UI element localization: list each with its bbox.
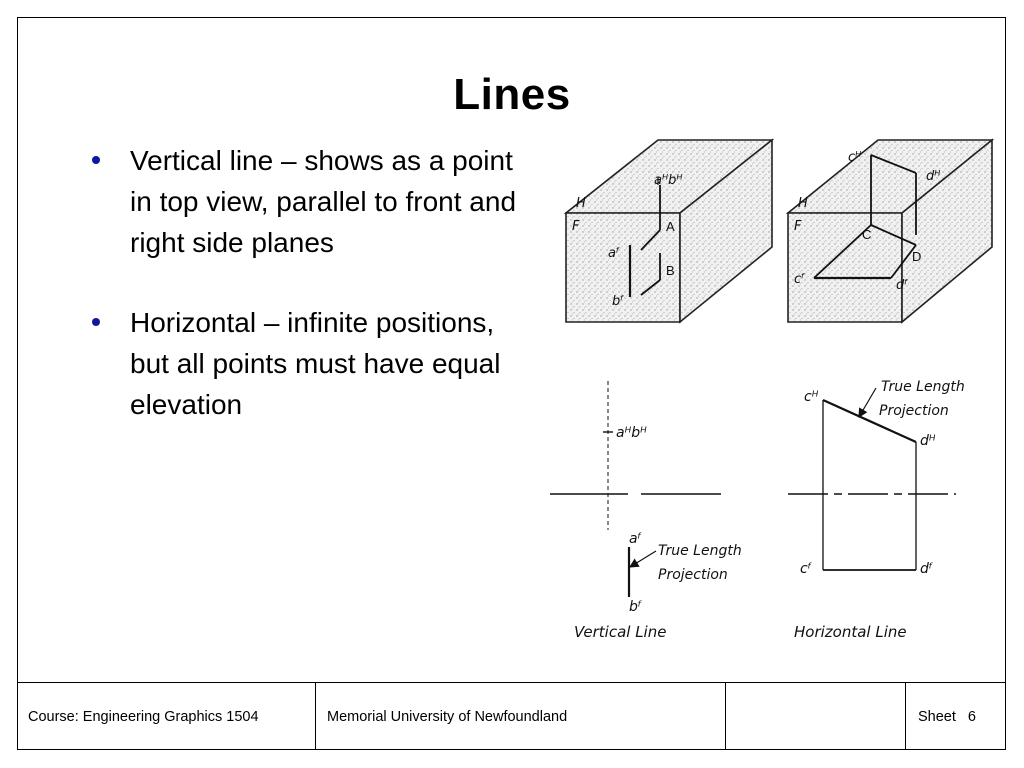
sheet-label: Sheet <box>918 708 956 725</box>
bullet-text: Vertical line – shows as a point in top … <box>130 145 517 258</box>
label-ahbh: aᴴbᴴ <box>616 425 647 441</box>
label-af: aᶠ <box>629 531 642 547</box>
side-plane <box>901 138 993 324</box>
label-dh: dᴴ <box>920 433 936 449</box>
vertical-line-orthographic <box>550 381 721 597</box>
label-h: H <box>576 196 586 211</box>
caption-horizontal-line: Horizontal Line <box>794 623 907 641</box>
label-ch: cᴴ <box>804 389 819 405</box>
label-f: F <box>572 219 580 234</box>
sheet-number: 6 <box>967 708 976 725</box>
university-text: Memorial University of Newfoundland <box>327 708 568 725</box>
slide-frame <box>17 17 1006 750</box>
label-h: H <box>798 196 808 211</box>
footer: Course: Engineering Graphics 1504 Memori… <box>17 682 1006 750</box>
projection-figure: H F aᴴbᴴ A B aᶠ bᶠ H F cᴴ dᴴ C D cᶠ dᶠ <box>550 138 995 641</box>
true-length-label: True Length <box>658 543 742 559</box>
footer-blank <box>726 683 906 750</box>
projection-label: Projection <box>658 567 728 583</box>
horizontal-line-orthographic <box>788 387 956 571</box>
label-bf: bᶠ <box>629 599 642 615</box>
bullet-dot-icon <box>92 156 100 164</box>
label-ch: cᴴ <box>848 150 861 165</box>
label-cf: cᶠ <box>800 561 812 577</box>
label-f: F <box>794 219 802 234</box>
label-C: C <box>862 227 871 242</box>
label-cf: cᶠ <box>794 272 805 287</box>
label-dh: dᴴ <box>926 169 940 184</box>
slide-title: Lines <box>453 70 571 119</box>
label-df: dᶠ <box>896 278 908 293</box>
true-length-label: True Length <box>881 379 965 395</box>
bullet-dot-icon <box>92 318 100 326</box>
label-ahbh: aᴴbᴴ <box>654 173 683 188</box>
label-bf: bᶠ <box>612 294 624 309</box>
label-df: dᶠ <box>920 561 933 577</box>
caption-vertical-line: Vertical Line <box>574 623 666 641</box>
label-B: B <box>666 263 675 278</box>
side-plane <box>679 138 773 324</box>
course-text: Course: Engineering Graphics 1504 <box>28 708 259 725</box>
footer-course: Course: Engineering Graphics 1504 <box>17 683 316 750</box>
bullet-text: Horizontal – infinite positions, but all… <box>130 307 501 420</box>
footer-university: Memorial University of Newfoundland <box>316 683 726 750</box>
bullet-item: Horizontal – infinite positions, but all… <box>88 302 538 425</box>
label-af: aᶠ <box>608 246 620 261</box>
bullet-list: Vertical line – shows as a point in top … <box>88 140 538 425</box>
front-plane <box>787 212 903 323</box>
horizontal-line-pictorial <box>785 138 995 324</box>
bullet-item: Vertical line – shows as a point in top … <box>88 140 538 263</box>
label-A: A <box>666 219 675 234</box>
footer-sheet: Sheet 6 <box>906 683 1006 750</box>
label-D: D <box>912 249 921 264</box>
projection-label: Projection <box>879 403 949 419</box>
